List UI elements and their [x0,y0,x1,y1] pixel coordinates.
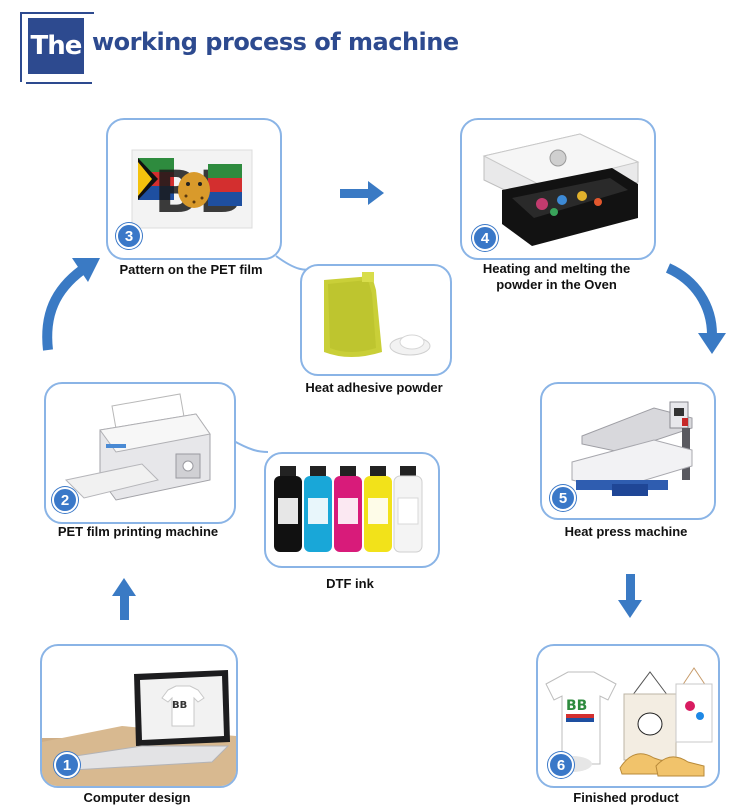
step-1-card: BB [40,644,238,788]
arrow-curve-up [42,258,100,351]
powder-card [300,264,452,376]
step-4-card [460,118,656,260]
step-4-caption-line1: Heating and melting the [482,261,631,276]
title-frame [20,12,22,82]
connector-line [231,439,269,453]
powder-caption: Heat adhesive powder [305,380,443,395]
step-badge: 4 [472,225,498,251]
step-5-caption: Heat press machine [564,524,688,539]
step-2-caption: PET film printing machine [57,524,219,539]
step-4-caption-line2: powder in the Oven [496,277,617,292]
step-badge: 6 [548,752,574,778]
arrow-up [112,578,136,620]
heat-press-image [571,401,693,496]
dtf-ink-card [264,452,440,568]
arrow-right [340,181,384,205]
dtf-ink-bottles-image [274,466,423,553]
svg-text:BB: BB [566,698,587,714]
pet-printer-image [64,393,211,501]
title-frame [26,82,92,84]
step-1-caption: Computer design [83,790,191,805]
adhesive-powder-image [324,272,431,357]
step-badge: 5 [550,485,576,511]
computer-design-image: BB [42,670,236,786]
svg-text:BB: BB [172,700,187,711]
step-badge: 1 [54,752,80,778]
dtf-ink-caption: DTF ink [326,576,374,591]
step-4-caption: Heating and melting the powder in the Ov… [454,261,659,293]
step-3-caption: Pattern on the PET film [119,262,263,277]
step-3-card: BB [106,118,282,260]
step-6-caption: Finished product [573,790,679,805]
step-badge: 2 [52,487,78,513]
title-frame [20,12,94,14]
step-5-card [540,382,716,520]
arrow-curve-down [665,263,726,354]
page-title: working process of machine [92,28,459,56]
pet-film-pattern-image: BB [131,149,253,229]
arrow-down [618,574,642,618]
finished-product-image: BB [545,667,713,777]
oven-image [482,133,640,246]
step-badge: 3 [116,223,142,249]
title-highlight: The [28,18,84,74]
